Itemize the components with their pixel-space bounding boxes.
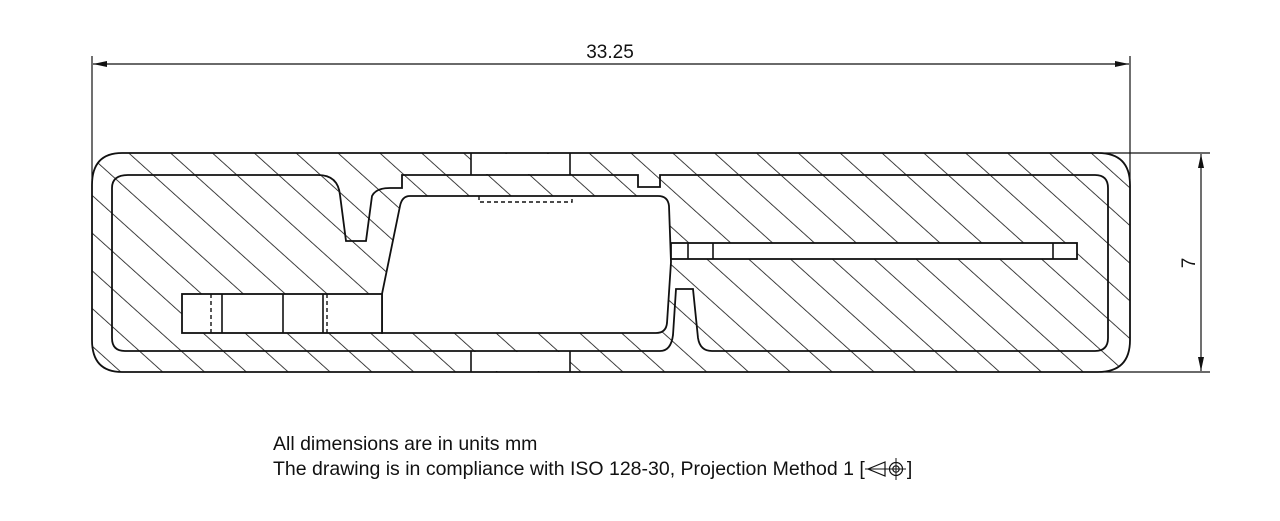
standard-note-text: The drawing is in compliance with ISO 12… [273,458,865,480]
connector-block [181,293,383,334]
standard-note-close: ] [906,458,913,480]
inner-component-body [381,195,672,334]
units-note: All dimensions are in units mm [273,433,538,455]
contact-blade [670,242,1078,260]
drawing-notes: All dimensions are in units mm The drawi… [273,432,912,482]
height-dimension-value: 7 [1179,258,1200,269]
width-dimension-value: 33.25 [586,42,634,63]
height-dimension: 7 [1100,152,1210,373]
standard-note: The drawing is in compliance with ISO 12… [273,457,912,482]
width-dimension: 33.25 [91,42,1131,180]
first-angle-projection-icon [864,458,906,480]
